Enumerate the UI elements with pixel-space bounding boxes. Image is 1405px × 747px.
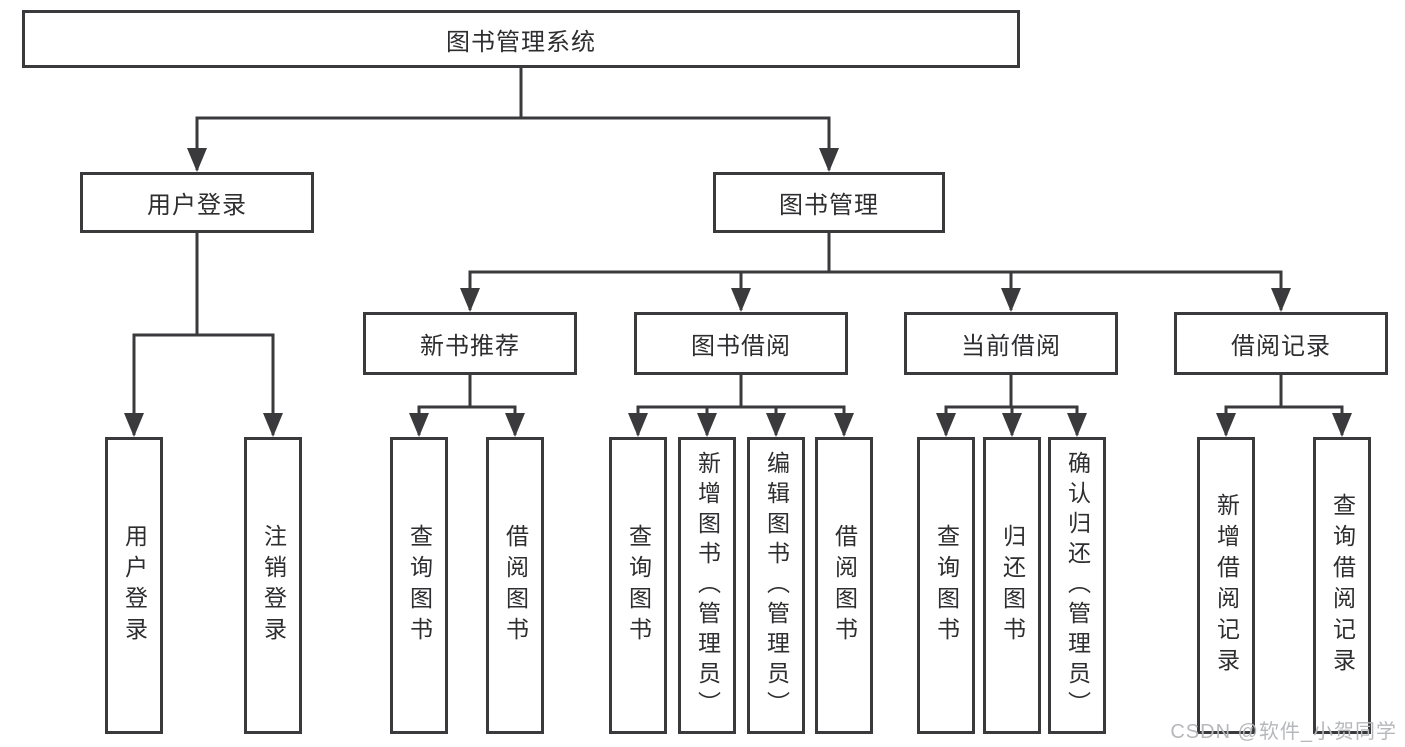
node-label: 查询图书 (625, 523, 652, 648)
arrowhead-leaf-query-borrow-record (1332, 413, 1352, 437)
node-label: 借阅图书 (831, 523, 858, 648)
node-label: 查询图书 (933, 523, 960, 648)
node-label: 查询借阅记录 (1329, 492, 1356, 679)
arrowhead-borrowing-records (1271, 288, 1291, 312)
node-leaf-borrow-books-1: 借阅图书 (486, 437, 544, 734)
connector-borrowing-records-branch (1224, 405, 1344, 435)
arrowhead-leaf-return-books (1002, 413, 1022, 437)
node-leaf-edit-books: 编辑图书（管理员） (747, 437, 805, 734)
arrowhead-leaf-logout (263, 413, 283, 437)
node-label: 归还图书 (999, 523, 1026, 648)
connector-book-borrowing-branch (636, 405, 846, 435)
arrowhead-leaf-query-books-3 (936, 413, 956, 437)
node-borrowing-records: 借阅记录 (1174, 312, 1388, 375)
arrowhead-leaf-query-books-2 (628, 413, 648, 437)
node-leaf-query-books-3: 查询图书 (917, 437, 975, 734)
node-label: 查询图书 (406, 523, 433, 648)
arrowhead-book-management (819, 148, 839, 172)
node-leaf-query-borrow-record: 查询借阅记录 (1313, 437, 1371, 734)
node-label: 图书借阅 (691, 333, 791, 360)
node-label: 借阅图书 (502, 523, 529, 648)
arrowhead-new-book-recommend (460, 288, 480, 312)
node-leaf-add-borrow-record: 新增借阅记录 (1197, 437, 1255, 734)
node-book-borrowing: 图书借阅 (634, 312, 848, 375)
node-leaf-return-books: 归还图书 (983, 437, 1041, 734)
arrowhead-leaf-edit-books (766, 413, 786, 437)
arrowhead-current-borrowing (1001, 288, 1021, 312)
node-label: 用户登录 (121, 523, 148, 648)
node-leaf-add-books: 新增图书（管理员） (678, 437, 736, 734)
connector-level3-branch (468, 270, 1283, 310)
node-label: 图书管理系统 (446, 28, 596, 56)
arrowhead-leaf-user-login (124, 413, 144, 437)
connector-user-login-branch (132, 333, 275, 435)
connector-new-book-recommend-branch (417, 405, 517, 435)
node-label: 新书推荐 (420, 333, 520, 360)
node-current-borrowing: 当前借阅 (904, 312, 1118, 375)
node-user-login: 用户登录 (80, 172, 314, 233)
node-label: 用户登录 (147, 192, 247, 219)
arrowhead-book-borrowing (731, 288, 751, 312)
node-leaf-logout: 注销登录 (244, 437, 302, 734)
watermark: CSDN @软件_小贺同学 (1170, 721, 1397, 743)
node-label: 当前借阅 (961, 333, 1061, 360)
arrowhead-leaf-add-borrow-record (1216, 413, 1236, 437)
node-label: 图书管理 (779, 192, 879, 219)
connector-level2-branch (195, 116, 831, 170)
node-book-management: 图书管理 (713, 172, 945, 233)
node-leaf-query-books-1: 查询图书 (390, 437, 448, 734)
node-label: 借阅记录 (1231, 333, 1331, 360)
node-label: 注销登录 (260, 523, 287, 648)
node-library-management-system: 图书管理系统 (22, 10, 1020, 68)
arrowhead-leaf-add-books (697, 413, 717, 437)
arrowhead-leaf-query-books-1 (409, 413, 429, 437)
node-new-book-recommend: 新书推荐 (363, 312, 577, 375)
arrowhead-leaf-borrow-books-2 (834, 413, 854, 437)
node-label: 编辑图书（管理员） (763, 450, 790, 721)
node-label: 确认归还（管理员） (1064, 450, 1091, 721)
node-leaf-user-login: 用户登录 (105, 437, 163, 734)
arrowhead-user-login (187, 148, 207, 172)
node-label: 新增借阅记录 (1213, 492, 1240, 679)
node-leaf-query-books-2: 查询图书 (609, 437, 667, 734)
node-label: 新增图书（管理员） (694, 450, 721, 721)
node-leaf-borrow-books-2: 借阅图书 (815, 437, 873, 734)
arrowhead-leaf-borrow-books-1 (505, 413, 525, 437)
arrowhead-leaf-confirm-return (1067, 413, 1087, 437)
node-leaf-confirm-return: 确认归还（管理员） (1048, 437, 1106, 734)
